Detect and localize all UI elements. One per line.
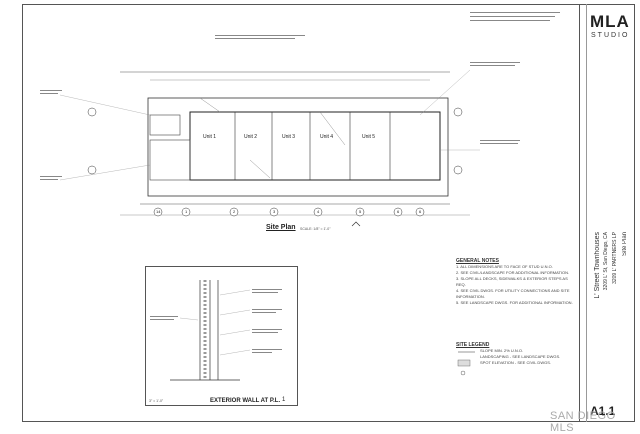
note-item: 1. ALL DIMENSIONS ARE TO FACE OF STUD U.… [456,264,553,269]
firm-logo: MLA [590,12,630,31]
title-block-divider [579,4,580,422]
note-item: 5. SEE LANDSCAPE DWGS. FOR ADDITIONAL IN… [456,300,573,305]
detail-title: EXTERIOR WALL AT P.L. [210,398,281,404]
legend-item: SLOPE MIN. 2% U.N.O. [480,348,524,353]
sheet-border [22,4,635,422]
site-plan-title: Site Plan [266,224,296,231]
grid-label: 6 [419,209,422,214]
site-plan-scale: SCALE: 1/8" = 1'-0" [300,227,331,231]
grid-label: 6 [397,209,400,214]
note-item: 2. SEE CIVIL/LANDSCAPE FOR ADDITIONAL IN… [456,270,570,275]
grid-label: 1 [185,209,188,214]
grid-label: 14 [156,209,161,214]
grid-label: 5 [359,209,362,214]
legend-item: SPOT ELEVATION - SEE CIVIL DWGS. [480,360,551,365]
sheet-number: A1.1 [590,404,616,418]
unit-label: Unit 3 [282,134,296,140]
unit-label: Unit 4 [320,134,334,140]
note-item: 3. SLOPE ALL DECKS, SIDEWALKS & EXTERIOR… [456,276,568,287]
grid-label: 2 [233,209,236,214]
site-legend: SITE LEGEND SLOPE MIN. 2% U.N.O. LANDSCA… [456,342,576,366]
legend-item: LANDSCAPING - SEE LANDSCAPE DWGS. [480,354,561,359]
unit-label: Unit 1 [203,134,217,140]
unit-label: Unit 2 [244,134,258,140]
grid-label: 4 [317,209,320,214]
firm-subtitle: STUDIO [591,32,630,39]
detail-number: 1 [282,397,286,403]
general-notes-heading: GENERAL NOTES [456,258,499,264]
detail-scale: 3" = 1'-0" [149,399,164,403]
general-notes: GENERAL NOTES 1. ALL DIMENSIONS ARE TO F… [456,258,576,306]
mls-watermark: SAN DIEGO MLS [550,410,616,434]
grid-label: 3 [273,209,276,214]
detail-frame [145,266,298,406]
note-item: 4. SEE CIVIL DWGS. FOR UTILITY CONNECTIO… [456,288,570,299]
title-block-divider-inner [586,4,587,422]
site-legend-heading: SITE LEGEND [456,342,490,348]
unit-label: Unit 5 [362,134,376,140]
